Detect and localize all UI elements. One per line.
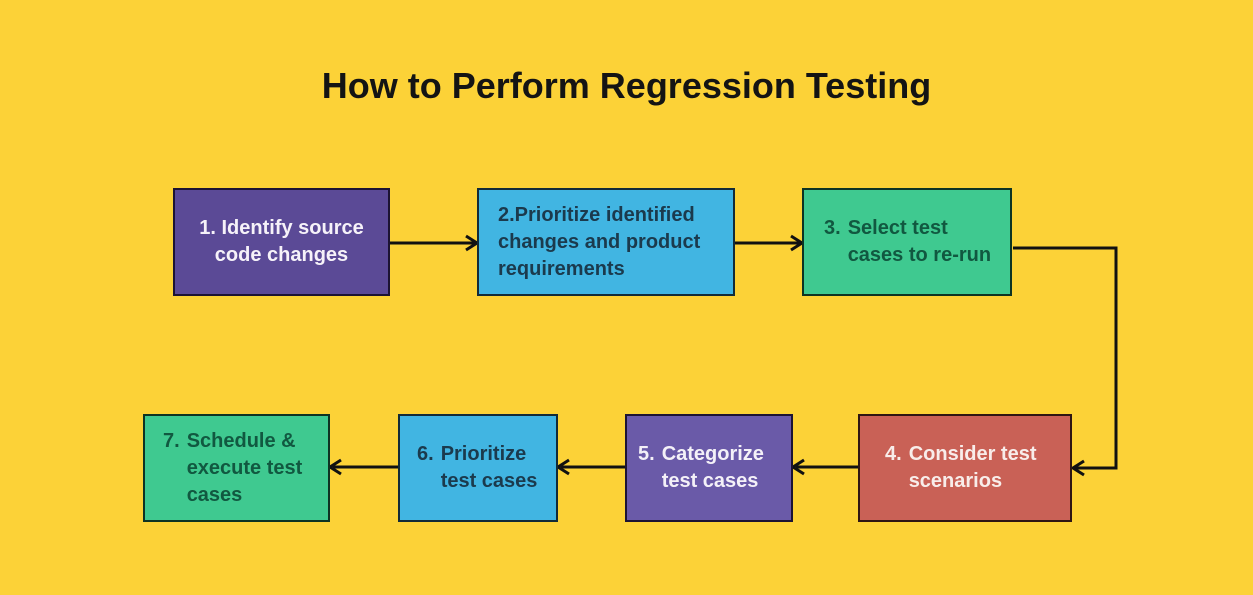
step-1-label: 1. Identify source code changes	[199, 217, 364, 266]
step-6-text: Prioritize test cases	[440, 443, 538, 492]
step-6-number: 6.	[417, 443, 434, 465]
step-3-text: Select test cases to re-run	[847, 217, 992, 266]
arrow-step2-to-step3	[735, 234, 805, 252]
arrow-step6-to-step7	[327, 458, 398, 476]
arrow-step5-to-step6	[555, 458, 625, 476]
step-3-number: 3.	[824, 217, 841, 239]
step-3-select-test-cases: 3. Select test cases to re-run	[802, 188, 1012, 296]
diagram-title: How to Perform Regression Testing	[321, 65, 932, 106]
step-4-text: Consider test scenarios	[908, 443, 1037, 492]
step-4-label: 4. Consider test scenarios	[885, 441, 1037, 495]
step-5-number: 5.	[638, 443, 655, 465]
step-4-number: 4.	[885, 443, 902, 465]
step-7-number: 7.	[163, 429, 180, 452]
step-1-identify-source-code-changes: 1. Identify source code changes	[173, 188, 390, 296]
step-5-text: Categorize test cases	[661, 443, 764, 492]
step-7-schedule-execute-test-cases: 7. Schedule & execute test cases	[143, 414, 330, 522]
step-5-label: 5. Categorize test cases	[638, 441, 764, 495]
elbow-arrow-step3-to-step4	[1013, 246, 1118, 477]
step-6-label: 6. Prioritize test cases	[417, 441, 537, 495]
step-4-consider-test-scenarios: 4. Consider test scenarios	[858, 414, 1072, 522]
step-2-label: 2.Prioritize identified changes and prod…	[498, 203, 701, 280]
step-5-categorize-test-cases: 5. Categorize test cases	[625, 414, 793, 522]
step-3-label: 3. Select test cases to re-run	[824, 215, 991, 269]
arrow-step4-to-step5	[790, 458, 858, 476]
step-6-prioritize-test-cases: 6. Prioritize test cases	[398, 414, 558, 522]
step-7-label: 7. Schedule & execute test cases	[163, 428, 302, 509]
step-7-text: Schedule & execute test cases	[186, 429, 303, 506]
step-2-prioritize-identified-changes: 2.Prioritize identified changes and prod…	[477, 188, 735, 296]
arrow-step1-to-step2	[390, 234, 480, 252]
